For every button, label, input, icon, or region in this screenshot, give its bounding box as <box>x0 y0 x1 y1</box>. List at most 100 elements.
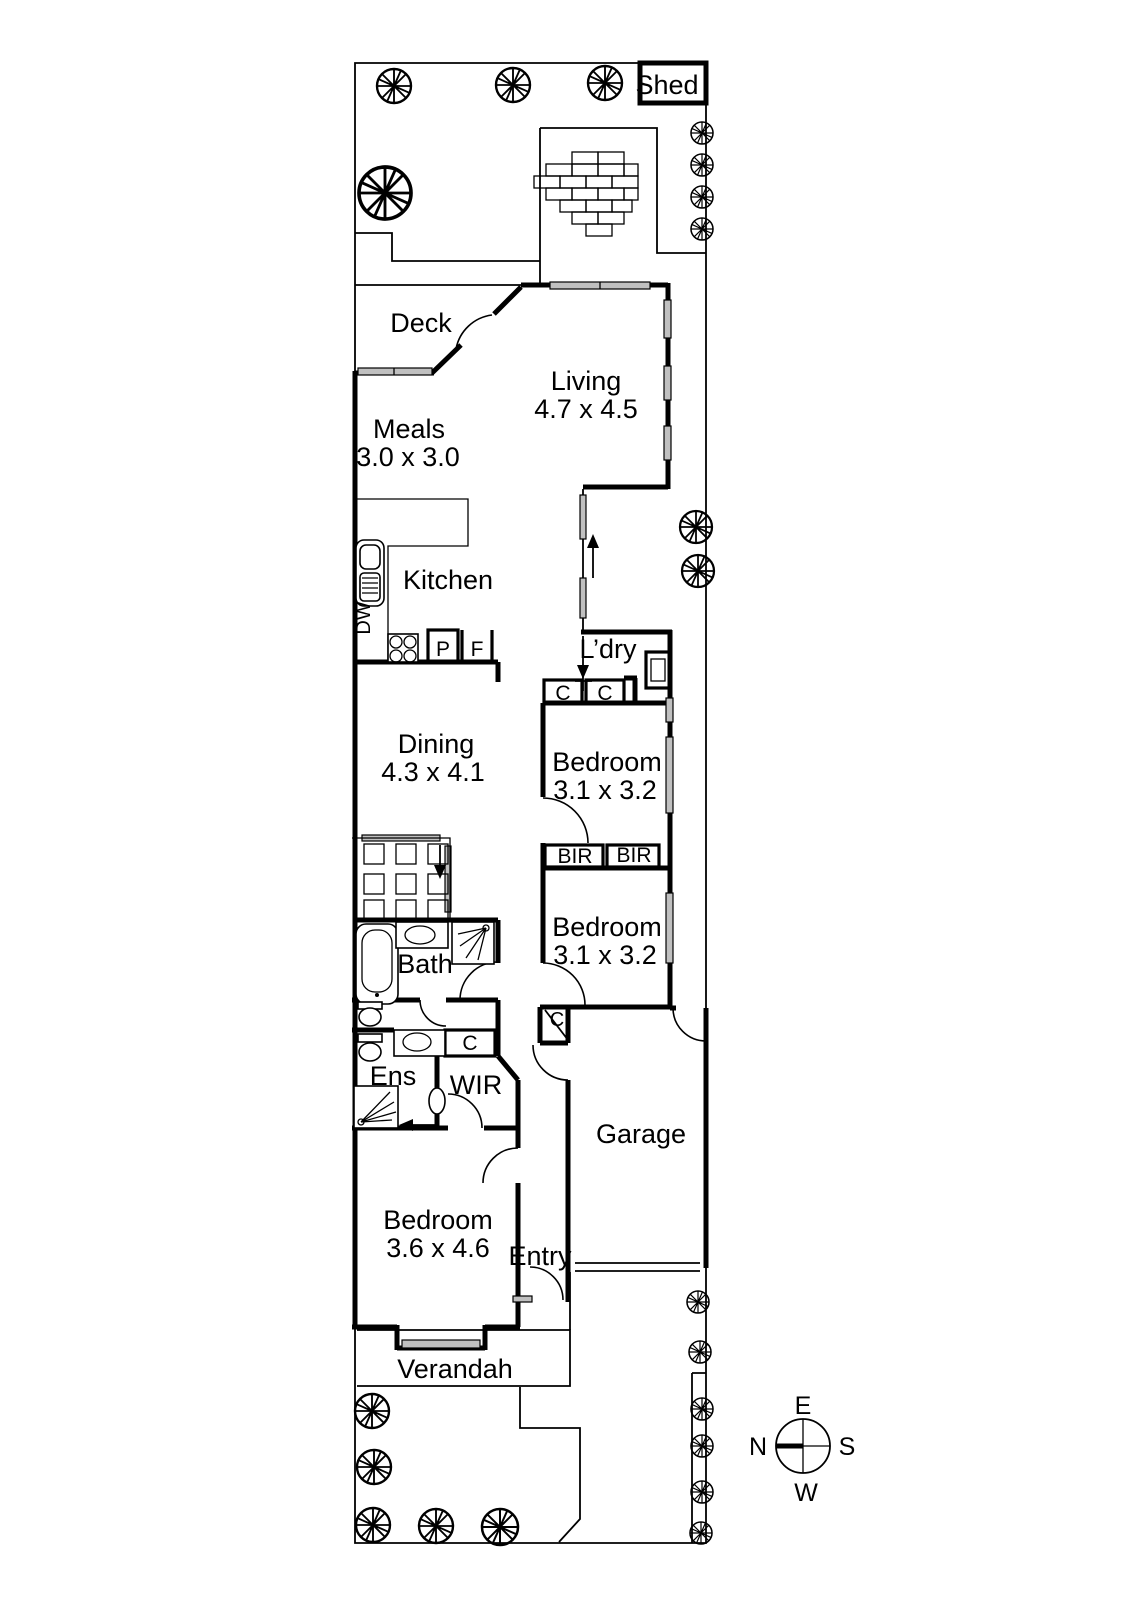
meals-deck-window <box>357 367 433 376</box>
bir2-label: BIR <box>616 844 651 867</box>
passage-window-1 <box>579 494 587 540</box>
shed-outline <box>637 60 709 106</box>
dishwasher <box>359 572 381 602</box>
fridge-label: F <box>471 638 484 661</box>
shed-label: Shed <box>635 70 698 100</box>
shrub-icon <box>686 1290 710 1314</box>
meals-label: Meals <box>373 414 445 444</box>
front-path <box>519 1387 581 1543</box>
bedroom3-dims: 3.6 x 4.6 <box>386 1233 490 1263</box>
house-walls <box>352 282 709 1351</box>
wc-door-arc <box>419 999 447 1027</box>
bath-label: Bath <box>397 949 453 979</box>
garage-door-panel <box>575 1262 700 1272</box>
ensuite-cupboard-label: C <box>462 1032 477 1055</box>
bedroom2-door-arc <box>542 962 586 1006</box>
compass-north: N <box>749 1433 767 1461</box>
bedroom2-window <box>665 892 674 964</box>
shrub-icon <box>688 1340 712 1364</box>
garage-label: Garage <box>596 1119 686 1149</box>
compass: E N S W <box>749 1392 855 1507</box>
shrub-icon <box>689 1521 713 1545</box>
entry-label: Entry <box>508 1241 572 1271</box>
living-east-window-3 <box>663 425 672 461</box>
tree-icon <box>678 509 714 545</box>
verandah-label: Verandah <box>397 1354 513 1384</box>
garden-bed-edge <box>355 232 540 262</box>
robe-bir-2 <box>605 843 661 869</box>
bedroom1-door-arc <box>542 797 589 844</box>
living-east-window-1 <box>663 299 672 339</box>
bedroom1-window <box>665 736 674 814</box>
robe-bir-1 <box>543 843 605 869</box>
laundry-cupboard-1 <box>542 678 584 705</box>
compass-east: E <box>795 1392 812 1420</box>
paving-outline <box>539 127 706 285</box>
living-dims: 4.7 x 4.5 <box>534 394 638 424</box>
deck-door-arc <box>455 314 493 350</box>
tree-icon <box>353 1392 391 1430</box>
ensuite-toilet <box>357 1033 383 1043</box>
shrub-icon <box>690 1434 714 1458</box>
laundry-window <box>665 697 674 723</box>
shrub-icon <box>690 185 714 209</box>
tree-icon <box>494 66 532 104</box>
garden-strip <box>691 1372 706 1543</box>
garden-paths <box>355 127 706 1543</box>
trees <box>353 64 716 1547</box>
dishwasher-label: DW <box>353 601 375 634</box>
bedroom3-door-arc <box>482 1147 519 1184</box>
bedroom2-dims: 3.1 x 3.2 <box>553 940 657 970</box>
ensuite-pocket-door <box>428 1087 446 1115</box>
tree-icon <box>417 1507 455 1545</box>
dining-dims: 4.3 x 4.1 <box>381 757 485 787</box>
shrub-icon <box>690 217 714 241</box>
cooktop <box>387 633 419 663</box>
entry-threshold <box>512 1295 533 1303</box>
arrows <box>399 534 599 1131</box>
wir-label: WIR <box>450 1070 502 1100</box>
kitchen-bench <box>355 498 469 660</box>
doors <box>419 314 707 1301</box>
bir1-label: BIR <box>557 845 592 868</box>
tree-icon <box>357 165 413 221</box>
compass-south: S <box>839 1433 856 1461</box>
kitchen-label: Kitchen <box>403 565 493 595</box>
garage-rear-door-arc <box>672 1007 707 1042</box>
bedroom3-label: Bedroom <box>383 1205 493 1235</box>
shrub-icon <box>690 1397 714 1421</box>
meals-dims: 3.0 x 3.0 <box>356 442 460 472</box>
pantry-box <box>426 628 460 664</box>
ensuite-vanity <box>393 1029 446 1057</box>
entry-door-arc <box>529 1266 564 1301</box>
laundry-cupboard-2-label: C <box>597 682 612 705</box>
laundry-cupboard-1-label: C <box>555 682 570 705</box>
tree-icon <box>355 1448 393 1486</box>
verandah-outline <box>357 1329 571 1387</box>
tree-icon <box>480 1507 520 1547</box>
courtyard <box>352 837 451 921</box>
bedroom1-dims: 3.1 x 3.2 <box>553 775 657 805</box>
tree-icon <box>375 67 413 105</box>
shrub-icon <box>690 1480 714 1504</box>
living-label: Living <box>551 366 622 396</box>
bay-window <box>401 1339 481 1349</box>
tree-icon <box>354 1506 392 1544</box>
brick-paving <box>533 151 639 237</box>
cupboards <box>426 628 661 1058</box>
hall-cupboard-diagonal <box>544 1009 569 1041</box>
tree-icon <box>680 553 716 589</box>
passage-window-2 <box>579 577 587 619</box>
bedroom1-label: Bedroom <box>552 747 662 777</box>
ensuite-label: Ens <box>370 1061 417 1091</box>
bedroom2-label: Bedroom <box>552 912 662 942</box>
bath-door-arc <box>459 961 499 1001</box>
fridge-box <box>460 630 494 664</box>
compass-west: W <box>794 1479 818 1507</box>
pantry-label: P <box>436 638 450 661</box>
garage-hall-door-arc <box>532 1044 569 1081</box>
laundry-cupboard-2 <box>584 678 626 705</box>
laundry-trough <box>644 650 672 690</box>
